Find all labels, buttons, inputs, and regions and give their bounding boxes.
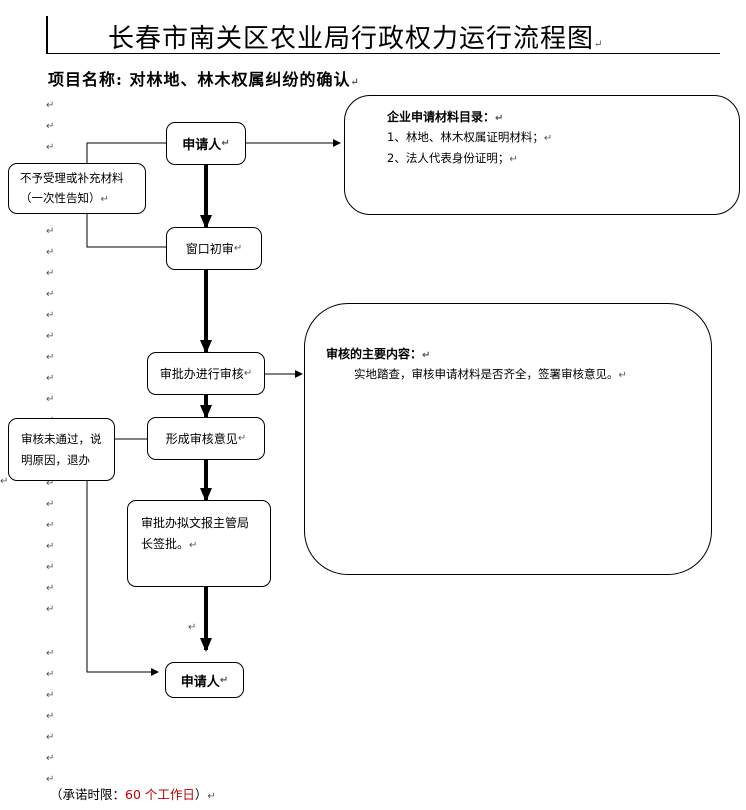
paragraph-mark: ↵ — [46, 753, 55, 764]
node-review-failed: 审核未通过，说明原因，退办 — [8, 418, 115, 481]
paragraph-mark: ↵ — [46, 310, 55, 321]
review-content-text: 实地踏查，审核申请材料是否齐全，签署审核意见。↵ — [354, 367, 627, 381]
paragraph-mark: ↵ — [46, 732, 55, 743]
node-applicant-bottom: 申请人↵ — [165, 662, 244, 698]
node-approval-review: 审批办进行审核↵ — [147, 352, 265, 395]
paragraph-mark: ↵ — [46, 121, 55, 132]
materials-item-1: 1、林地、林木权属证明材料；↵ — [387, 130, 553, 144]
paragraph-mark: ↵ — [46, 352, 55, 363]
paragraph-mark: ↵ — [46, 520, 55, 531]
title-left-bar — [46, 16, 48, 54]
node-window-review: 窗口初审↵ — [166, 227, 262, 270]
paragraph-mark: ↵ — [46, 247, 55, 258]
page-title: 长春市南关区农业局行政权力运行流程图↵ — [108, 24, 604, 54]
time-limit-note: （承诺时限：60 个工作日）↵ — [50, 787, 216, 802]
paragraph-mark: ↵ — [46, 226, 55, 237]
paragraph-mark: ↵ — [46, 648, 55, 659]
paragraph-mark: ↵ — [46, 583, 55, 594]
stray-mark: ↵ — [188, 622, 197, 633]
paragraph-mark: ↵ — [46, 669, 55, 680]
paragraph-mark: ↵ — [46, 690, 55, 701]
materials-panel — [344, 95, 740, 215]
paragraph-mark: ↵ — [46, 394, 55, 405]
paragraph-mark: ↵ — [46, 373, 55, 384]
paragraph-mark: ↵ — [46, 604, 55, 615]
paragraph-mark: ↵ — [46, 541, 55, 552]
reject-line-bottom — [86, 214, 166, 248]
node-applicant-top: 申请人↵ — [166, 122, 246, 165]
paragraph-mark: ↵ — [46, 711, 55, 722]
project-label: 项目名称: — [48, 70, 123, 89]
project-title: 项目名称: 对林地、林木权属纠纷的确认↵ — [48, 70, 360, 89]
title-underline — [48, 53, 720, 54]
paragraph-mark: ↵ — [46, 100, 55, 111]
review-content-panel — [304, 303, 712, 575]
fail-line-to-applicant — [86, 481, 159, 676]
node-reject-notice: 不予受理或补充材料（一次性告知）↵ — [8, 163, 146, 214]
paragraph-mark: ↵ — [46, 331, 55, 342]
review-content-heading: 审核的主要内容：↵ — [326, 347, 431, 361]
paragraph-mark: ↵ — [46, 478, 55, 489]
reject-line-top — [86, 142, 166, 163]
time-limit-days: 60 个工作日 — [125, 787, 195, 802]
paragraph-mark: ↵ — [46, 562, 55, 573]
stray-mark-left: ↵ — [0, 476, 9, 487]
paragraph-mark: ↵ — [46, 499, 55, 510]
node-opinion: 形成审核意见↵ — [147, 417, 265, 460]
materials-item-2: 2、法人代表身份证明；↵ — [387, 151, 518, 165]
materials-heading: 企业申请材料目录：↵ — [387, 110, 504, 124]
paragraph-mark: ↵ — [46, 268, 55, 279]
paragraph-mark: ↵ — [46, 289, 55, 300]
node-submit-for-signature: 审批办拟文报主管局长签批。↵ — [127, 500, 271, 587]
paragraph-mark: ↵ — [46, 774, 55, 785]
paragraph-mark: ↵ — [46, 142, 55, 153]
project-name: 对林地、林木权属纠纷的确认 — [129, 70, 351, 89]
